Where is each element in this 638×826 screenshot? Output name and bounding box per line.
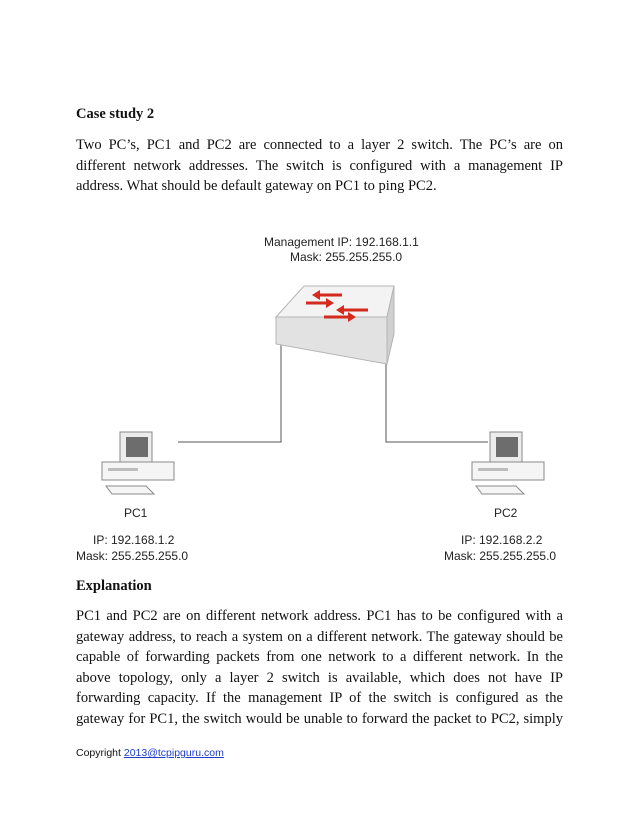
case-study-heading: Case study 2 — [76, 106, 155, 122]
switch-mask: Mask: 255.255.255.0 — [290, 250, 403, 264]
case-study-line-3: address. What should be default gateway … — [76, 178, 437, 194]
link-switch-pc2 — [385, 342, 488, 443]
case-study-line-1: Two PC’s, PC1 and PC2 are connected to a… — [76, 137, 563, 153]
pc1-mask: Mask: 255.255.255.0 — [76, 549, 189, 563]
case-study-line-2: different network addresses. The switch … — [76, 157, 563, 174]
explanation-line-6: gateway for PC1, the switch would be una… — [76, 710, 563, 727]
copyright-link[interactable]: 2013@tcpipguru.com — [123, 747, 224, 759]
pc1-ip: IP: 192.168.1.2 — [93, 533, 175, 547]
explanation-line-3: capable of forwarding packets from one n… — [76, 649, 563, 665]
switch-management-ip: Management IP: 192.168.1.1 — [264, 235, 419, 249]
pc1-label: PC1 — [124, 506, 148, 520]
explanation-line-5: forwarding capacity. If the management I… — [76, 690, 563, 706]
explanation-line-1: PC1 and PC2 are on different network add… — [76, 608, 563, 624]
network-topology-diagram: Management IP: 192.168.1.1 Mask: 255.255… — [0, 220, 638, 580]
explanation-line-2: gateway address, to reach a system on a … — [76, 628, 563, 645]
explanation-heading: Explanation — [76, 578, 152, 594]
pc2-computer-icon — [471, 431, 545, 495]
pc1-computer-icon — [101, 431, 175, 495]
pc2-ip: IP: 192.168.2.2 — [461, 533, 543, 547]
copyright-prefix: Copyright — [76, 747, 124, 759]
link-switch-pc1 — [178, 345, 282, 443]
pc2-mask: Mask: 255.255.255.0 — [444, 549, 557, 563]
layer2-switch-icon — [274, 285, 395, 365]
footer-copyright: Copyright 2013@tcpipguru.com — [76, 747, 224, 759]
explanation-line-4: above topology, only a layer 2 switch is… — [76, 669, 563, 686]
pc2-label: PC2 — [494, 506, 518, 520]
